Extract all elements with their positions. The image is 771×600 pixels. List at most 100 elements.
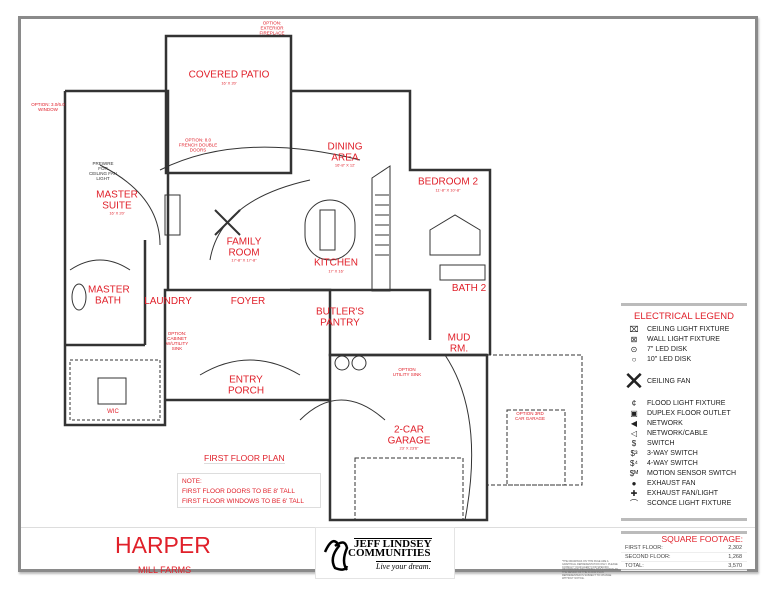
sconce-icon: ⌒ (630, 498, 638, 508)
room-name: 2-CAR GARAGE (387, 424, 431, 446)
ceiling-fan-icon: ✕ (623, 365, 645, 396)
legend-label: MOTION SENSOR SWITCH (647, 469, 737, 477)
legend-label: NETWORK (647, 419, 683, 427)
note-line: FIRST FLOOR DOORS TO BE 8' TALL (182, 488, 295, 495)
legend-title: ELECTRICAL LEGEND (634, 311, 734, 322)
community-name: MILL FARMS (138, 565, 192, 575)
electrical-legend: ELECTRICAL LEGEND ⌧CEILING LIGHT FIXTURE… (621, 303, 747, 521)
legend-label: WALL LIGHT FIXTURE (647, 335, 720, 343)
legend-label: 7" LED DISK (647, 345, 688, 353)
floor-outlet-icon: ▣ (630, 408, 638, 418)
legend-label: EXHAUST FAN (647, 479, 696, 487)
room-dim: 17'-8" X 17'-8" (231, 257, 257, 263)
legend-item: ⊙7" LED DISK (621, 344, 747, 354)
logo-mark-icon (323, 539, 349, 571)
legend-item: $SWITCH (621, 438, 747, 448)
sqft-value: 1,268 (728, 554, 742, 560)
legend-item: ✕CEILING FAN (621, 364, 747, 398)
room-name: FAMILY ROOM (226, 236, 262, 258)
legend-item: ✚EXHAUST FAN/LIGHT (621, 488, 747, 498)
note-line: FIRST FLOOR WINDOWS TO BE 6' TALL (182, 498, 304, 505)
logo-tagline: Live your dream. (376, 561, 431, 571)
room-bath2: BATH 2 (451, 282, 487, 294)
room-name: MASTER SUITE (96, 189, 138, 211)
room-name: DINING AREA (327, 141, 363, 163)
sqft-label: FIRST FLOOR: (625, 545, 663, 551)
room-laundry: LAUNDRY (144, 295, 192, 307)
sqft-value: 2,302 (728, 545, 742, 551)
option-third-car: OPTION 3RD CAR GARAGE (515, 411, 546, 421)
option-cabinet: OPTION: CABINET W/UTILITY SINK (166, 331, 189, 351)
legend-item: $⁴ 4-WAY SWITCH (621, 458, 747, 468)
room-master-bath: MASTER BATH (88, 284, 130, 306)
room-mud: MUD RM. (447, 332, 471, 354)
exhaust-fan-icon: ● (631, 478, 637, 488)
option-french-doors: OPTION: 8.0 FRENCH DOUBLE DOORS (178, 137, 218, 153)
legend-label: NETWORK/CABLE (647, 429, 708, 437)
sqft-row: SECOND FLOOR: 1,268 (621, 553, 747, 562)
details (69, 146, 583, 521)
option-utility-sink: OPTION UTILITY SINK (392, 367, 422, 377)
room-dim: 11'-8" X 10'-8" (435, 187, 461, 193)
sqft-value: 3,570 (728, 563, 742, 569)
room-dim: 16'-8" X 12' (334, 162, 356, 168)
ceiling-light-icon: ⌧ (629, 324, 639, 334)
legend-item: ⌧CEILING LIGHT FIXTURE (621, 324, 747, 334)
network-icon: ◀ (630, 418, 638, 428)
room-dim: 23' X 23'6" (399, 445, 419, 451)
room-dim: 16' X 20' (221, 80, 237, 86)
legend-item: $³ 3-WAY SWITCH (621, 448, 747, 458)
disclaimer: *THE DRAWINGS ON THIS PAGE ARE A GRAPHIC… (562, 560, 619, 580)
legend-item: ▣ DUPLEX FLOOR OUTLET (621, 408, 747, 418)
legend-item: ◀ NETWORK (621, 418, 747, 428)
sqft-row: FIRST FLOOR: 2,302 (621, 544, 747, 553)
note-title: NOTE: (182, 478, 202, 485)
legend-item: ⌒ SCONCE LIGHT FIXTURE (621, 498, 747, 508)
legend-label: SWITCH (647, 439, 675, 447)
legend-label: DUPLEX FLOOR OUTLET (647, 409, 731, 417)
legend-label: 3-WAY SWITCH (647, 449, 698, 457)
network-cable-icon: ◁ (630, 428, 638, 438)
room-name: BEDROOM 2 (417, 176, 479, 188)
sqft-label: SECOND FLOOR: (625, 554, 671, 560)
logo-line1: JEFF LINDSEY (354, 538, 432, 550)
legend-item: ¢ FLOOD LIGHT FIXTURE (621, 398, 747, 408)
logo-line2: COMMUNITIES (348, 547, 431, 559)
room-name: KITCHEN (314, 257, 358, 269)
option-window: OPTION: 3.0/6.0 WINDOW (31, 102, 65, 112)
switch-3way-icon: $³ (630, 448, 638, 458)
legend-item: ○10" LED DISK (621, 354, 747, 364)
room-entry-porch: ENTRY PORCH (227, 374, 265, 396)
legend-label: EXHAUST FAN/LIGHT (647, 489, 719, 497)
plan-name: HARPER (115, 532, 211, 558)
sqft-label: TOTAL: (625, 563, 644, 569)
legend-label: 4-WAY SWITCH (647, 459, 698, 467)
option-fireplace: OPTION: EXTERIOR FIREPLACE (259, 20, 285, 36)
wall-light-icon: ⊠ (630, 334, 638, 344)
plan-title: FIRST FLOOR PLAN (204, 453, 285, 464)
legend-item: ● EXHAUST FAN (621, 478, 747, 488)
motion-switch-icon: $ᴹ (629, 468, 639, 478)
room-foyer: FOYER (230, 295, 266, 307)
legend-item: $ᴹ MOTION SENSOR SWITCH (621, 468, 747, 478)
room-dim: 17' X 16' (328, 268, 344, 274)
prewire-note: PREWIRE FOR CEILING FAN LIGHT (89, 161, 118, 181)
flood-light-icon: ¢ (631, 398, 637, 408)
note-box: NOTE: FIRST FLOOR DOORS TO BE 8' TALL FI… (177, 473, 321, 508)
legend-label: SCONCE LIGHT FIXTURE (647, 499, 732, 507)
sqft-row: TOTAL: 3,570 (621, 562, 747, 571)
legend-label: FLOOD LIGHT FIXTURE (647, 399, 726, 407)
room-dim: 16' X 20' (109, 210, 125, 216)
legend-item: ⊠ WALL LIGHT FIXTURE (621, 334, 747, 344)
room-butlers-pantry: BUTLER'S PANTRY (315, 306, 365, 328)
switch-4way-icon: $⁴ (630, 458, 638, 468)
legend-label: CEILING FAN (647, 377, 691, 385)
legend-label: 10" LED DISK (647, 355, 692, 363)
